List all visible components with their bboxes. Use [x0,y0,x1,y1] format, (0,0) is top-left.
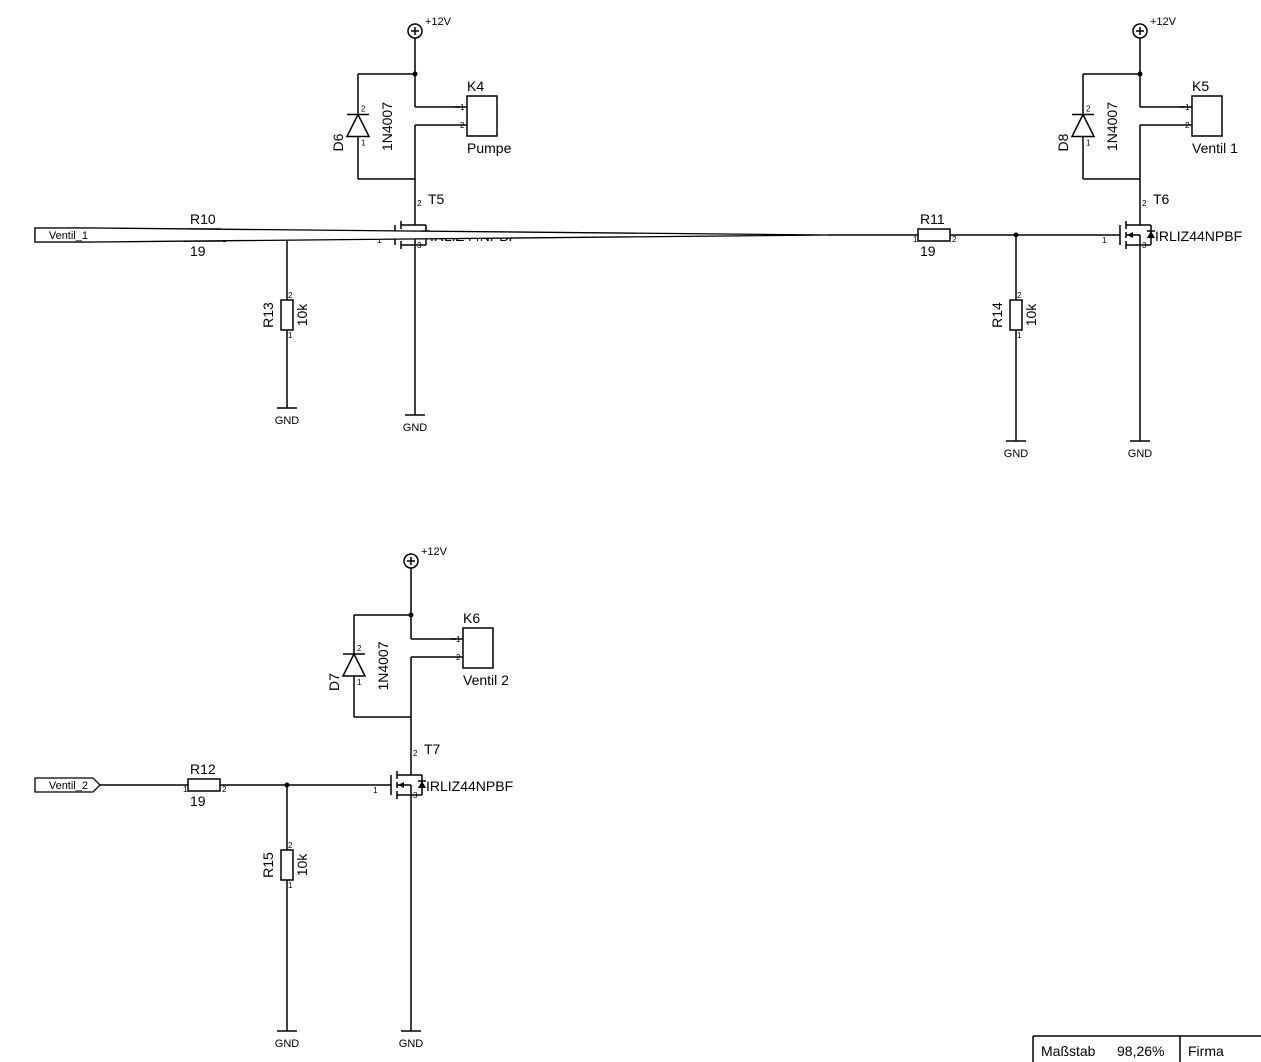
pin-label: 1 [288,331,293,340]
pin-label: 1 [183,785,188,794]
pulldown-resistor [280,849,294,881]
scale-value: 98,26% [1117,1043,1164,1059]
diode-symbol [1070,112,1096,138]
pin-label: 1 [377,236,382,245]
connector-label: Pumpe [467,140,512,156]
mosfet-value: IRLIZ44NPBF [426,778,513,794]
diode-value: 1N4007 [1104,102,1120,151]
series-resistor-ref: R11 [920,211,945,227]
pin-label: 3 [413,791,418,800]
ground-label: GND [399,1038,424,1050]
scale-label: Maßstab [1041,1043,1096,1059]
series-resistor-value: 19 [190,793,206,809]
pulldown-resistor [280,299,294,331]
pin-label: 2 [288,291,293,300]
pin-label: 1 [1086,139,1091,148]
pin-label: 2 [1185,121,1190,130]
pin-label: 2 [1017,291,1022,300]
input-port [34,227,829,243]
connector [466,95,498,137]
mosfet-ref: T6 [1153,191,1170,207]
series-resistor-ref: R12 [190,761,216,777]
pin-label: 2 [952,235,957,244]
ground-label: GND [1128,448,1153,460]
mosfet-value: IRLIZ44NPBF [1155,228,1242,244]
input-port-label: Ventil_2 [49,780,88,792]
company-label: Firma [1188,1043,1224,1059]
pin-label: 3 [1142,241,1147,250]
diode-value: 1N4007 [375,641,391,690]
pulldown-resistor-value: 10k [1023,303,1039,327]
pin-label: 1 [357,678,362,687]
title-block: Maßstab 98,26% Firma [1032,1035,1261,1062]
supply-label: +12V [425,16,452,28]
pin-label: 1 [456,635,461,644]
body-diode [1147,231,1155,238]
pin-label: 1 [1017,331,1022,340]
mosfet-arrow [1127,232,1133,238]
pin-label: 2 [1142,199,1147,208]
pin-label: 2 [361,105,366,114]
pin-label: 1 [361,139,366,148]
body-diode [418,781,426,788]
diode-value: 1N4007 [379,102,395,151]
connector [1191,95,1223,137]
connector-ref: K4 [467,78,484,94]
diode-symbol [341,652,367,677]
pin-label: 1 [1185,103,1190,112]
mosfet-ref: T7 [424,741,441,757]
series-resistor-value: 19 [190,243,206,259]
pin-label: 2 [417,199,422,208]
ground-label: GND [275,415,300,427]
pin-label: 2 [460,121,465,130]
diode-symbol [345,112,371,138]
supply-label: +12V [1150,16,1177,28]
diode-ref: D6 [330,133,346,151]
pulldown-resistor-ref: R13 [260,302,276,328]
connector-ref: K6 [463,610,480,626]
ground-label: GND [1004,448,1029,460]
pulldown-resistor-value: 10k [294,303,310,327]
pin-label: 1 [373,786,378,795]
diode-ref: D8 [1055,133,1071,151]
diode-ref: D7 [326,673,342,691]
supply-label: +12V [421,546,448,558]
connector-label: Ventil 1 [1192,140,1238,156]
series-resistor-value: 19 [920,243,936,259]
mosfet-arrow [398,782,404,788]
series-resistor [187,778,221,792]
pin-label: 1 [913,235,918,244]
pin-label: 3 [417,241,422,250]
driver-circuit-1: PumpeR10191221R1310kGNDGND+12V21D61N4007… [34,16,517,434]
pulldown-resistor [1009,299,1023,331]
connector-label: Ventil 2 [463,672,509,688]
pin-label: 2 [456,653,461,662]
series-resistor-ref: R10 [190,211,216,227]
pin-label: 1 [1102,236,1107,245]
pin-label: 2 [413,749,418,758]
input-port [34,777,101,793]
input-port-label: Ventil_1 [49,230,88,242]
connector-ref: K5 [1192,78,1209,94]
mosfet-ref: T5 [428,191,445,207]
pin-label: 1 [288,881,293,890]
ground-label: GND [403,422,428,434]
pin-label: 2 [288,841,293,850]
series-resistor [917,228,951,242]
pin-label: 2 [222,785,227,794]
pulldown-resistor-value: 10k [294,853,310,877]
pin-label: 1 [460,103,465,112]
pin-label: 2 [1086,105,1091,114]
connector [462,627,494,669]
pin-label: 2 [357,644,362,653]
pulldown-resistor-ref: R15 [260,852,276,878]
ground-label: GND [275,1038,300,1050]
pulldown-resistor-ref: R14 [989,302,1005,328]
